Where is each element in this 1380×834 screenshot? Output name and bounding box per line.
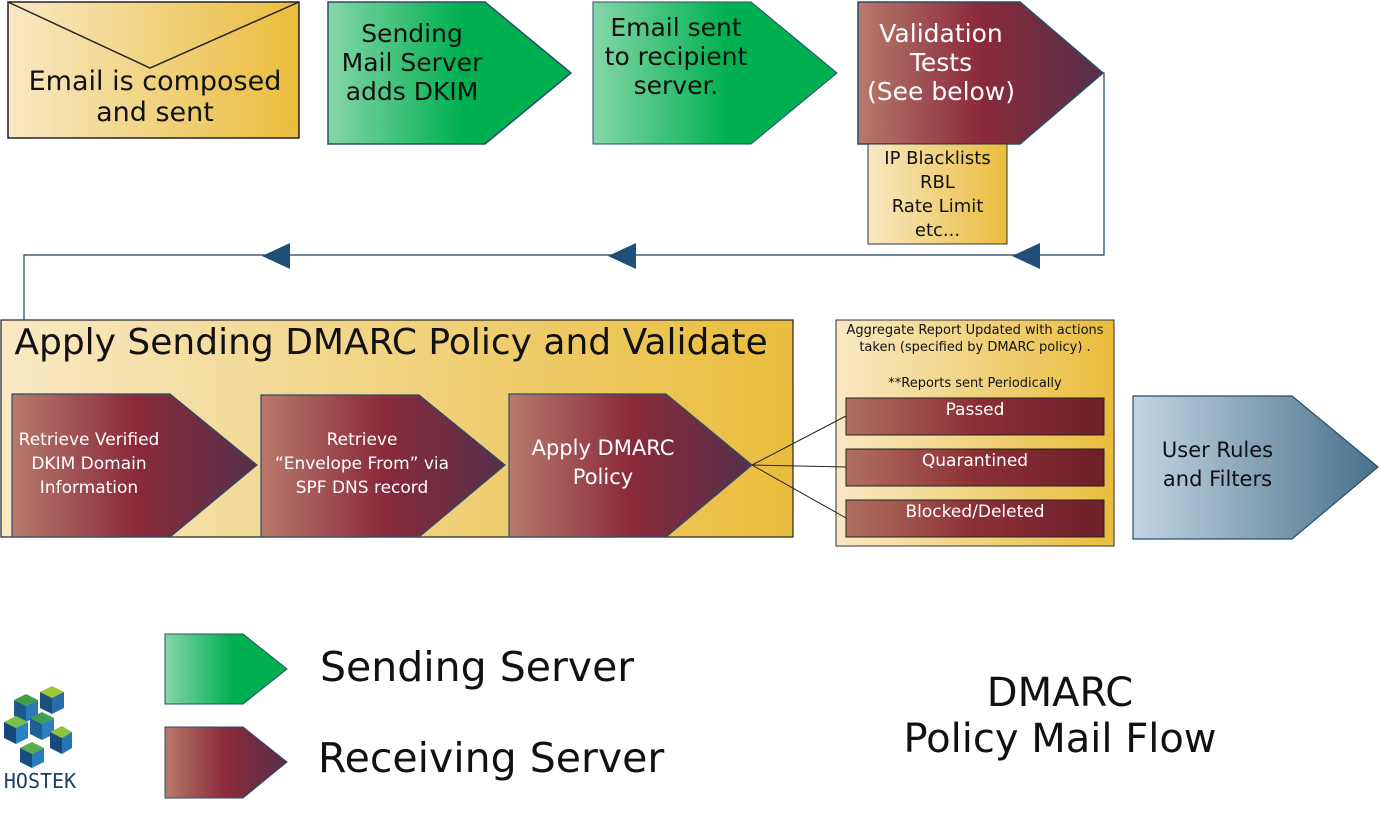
user-rules-shape [1132,395,1379,540]
dmarc-title: Apply Sending DMARC Policy and Validate [14,322,768,363]
validation-shape [857,1,1105,145]
step1-label: Retrieve Verified DKIM Domain Informatio… [18,430,160,498]
flow-arrow-icon [1012,243,1040,269]
email-sent-shape [592,1,838,145]
outcome-passed-bar [845,397,1105,436]
report-note: **Reports sent Periodically [888,376,1062,391]
step1-shape [11,393,258,538]
email-composed-label: Email is composed and sent [28,66,282,129]
hostek-logo [4,686,72,768]
sending-server-shape [327,1,573,145]
step3-shape [508,393,753,538]
step2-shape [260,394,506,538]
user-rules-label: User Rules and Filters [1161,438,1274,491]
legend-receiving-label: Receiving Server [318,734,665,782]
validation-list-text: IP Blacklists RBL Rate Limit etc... [884,148,991,241]
outcome-blocked-bar [845,499,1105,538]
sending-server-label: Sending Mail Server adds DKIM [341,19,483,106]
envelope-icon [7,1,300,139]
logo-text: HOSTEK [3,769,77,793]
outcome-quarantined-bar [845,448,1105,487]
outcome-blocked-label: Blocked/Deleted [905,502,1045,522]
legend-sending-shape [164,633,288,705]
legend-receiving-shape [164,726,288,799]
flow-arrow-icon [262,243,290,269]
validation-list-box [867,143,1008,245]
outcome-quarantined-label: Quarantined [921,451,1029,471]
email-sent-label: Email sent to recipient server. [604,13,748,100]
step2-label: Retrieve “Envelope From” via SPF DNS rec… [274,430,450,498]
report-description: Aggregate Report Updated with actions ta… [846,323,1104,355]
outcome-passed-label: Passed [945,400,1005,420]
legend-sending-label: Sending Server [320,643,635,691]
flow-arrow-icon [608,243,636,269]
step3-label: Apply DMARC Policy [531,436,675,489]
diagram-title: DMARC Policy Mail Flow [903,670,1217,762]
feedback-line [23,72,1105,320]
outcome-connectors [751,415,847,519]
validation-label: Validation Tests (See below) [866,19,1016,106]
